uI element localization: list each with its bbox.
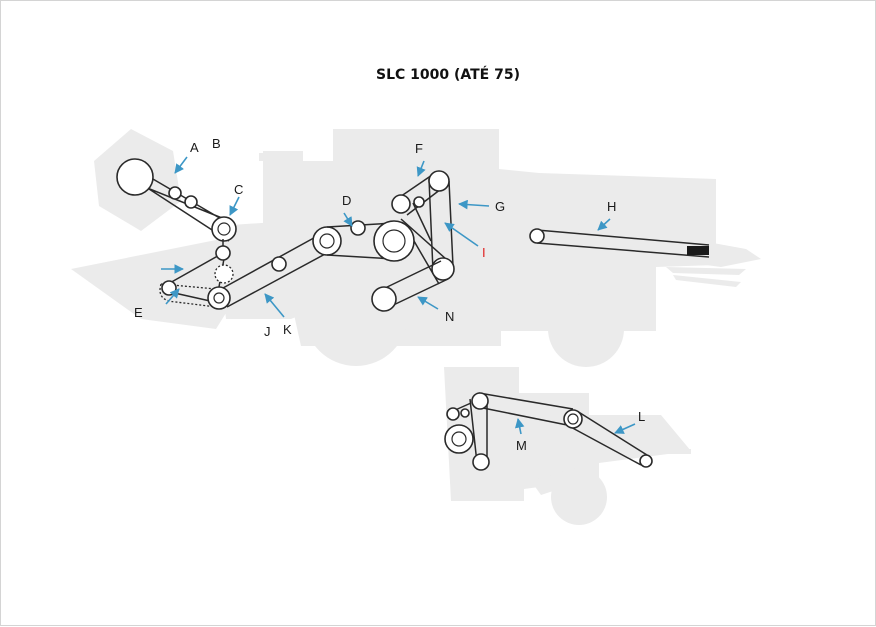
- inset-pulley-large: [444, 424, 474, 454]
- pulley-beater: [312, 226, 342, 256]
- label-h: H: [607, 199, 616, 214]
- arrow-g: [458, 199, 490, 210]
- inset-pulley-top: [471, 392, 489, 410]
- label-j: J: [264, 324, 271, 339]
- arrow-l: [614, 423, 636, 434]
- arrow-n: [417, 296, 439, 310]
- pulley-n: [371, 286, 397, 312]
- label-a: A: [190, 140, 199, 155]
- arrow-a: [174, 156, 188, 174]
- label-f: F: [415, 141, 423, 156]
- inset-pulley-mid: [563, 409, 583, 429]
- arrow-c: [229, 196, 240, 216]
- label-m: M: [516, 438, 527, 453]
- pulley-f-mid: [413, 196, 425, 208]
- belt-h: [536, 229, 710, 258]
- harvester-silhouette: [71, 129, 761, 367]
- label-e: E: [134, 305, 143, 320]
- pulley-cylinder: [373, 220, 415, 262]
- inset-pulley-small-2: [460, 408, 470, 418]
- inset-pulley-small-1: [446, 407, 460, 421]
- label-c: C: [234, 182, 243, 197]
- inset-pulley-end: [639, 454, 653, 468]
- pulley-reel-idler-2: [184, 195, 198, 209]
- pulley-feeder-idler: [271, 256, 287, 272]
- pulley-header-idler: [215, 245, 231, 261]
- label-d: D: [342, 193, 351, 208]
- pulley-f-left: [391, 194, 411, 214]
- label-n: N: [445, 309, 454, 324]
- h-belt-end: [687, 246, 709, 255]
- component-labels: A B C D E F G H I J K N M L: [134, 136, 645, 453]
- callout-arrows: [161, 156, 636, 435]
- pulley-g-bottom: [431, 257, 455, 281]
- inset-pulley-bottom: [472, 453, 490, 471]
- pulley-header-left: [161, 280, 177, 296]
- label-k: K: [283, 322, 292, 337]
- arrow-h: [597, 218, 611, 231]
- inset-belt-l: [566, 410, 648, 466]
- pulley-d: [350, 220, 366, 236]
- arrow-m: [514, 418, 525, 435]
- pulley-reel: [116, 158, 154, 196]
- arrow-f: [416, 160, 426, 177]
- pulley-g-top: [428, 170, 450, 192]
- diagram-title: SLC 1000 (ATÉ 75): [376, 66, 520, 83]
- arrow-jk: [264, 293, 285, 318]
- arrow-d: [343, 212, 353, 227]
- inset-belt-drives: [444, 392, 653, 471]
- arrow-e: [165, 288, 180, 305]
- pulley-header-dotted: [214, 264, 234, 284]
- inset-belt-m: [478, 392, 574, 426]
- label-b: B: [212, 136, 221, 151]
- pulley-reel-idler-1: [168, 186, 182, 200]
- arrow-i: [444, 222, 479, 247]
- label-i: I: [482, 245, 486, 260]
- pulley-c: [211, 216, 237, 242]
- main-belt-drives: [116, 158, 710, 312]
- label-g: G: [495, 199, 505, 214]
- pulley-h: [529, 228, 545, 244]
- label-l: L: [638, 409, 645, 424]
- inset-silhouette: [444, 367, 691, 525]
- pulley-feeder-lower: [207, 286, 231, 310]
